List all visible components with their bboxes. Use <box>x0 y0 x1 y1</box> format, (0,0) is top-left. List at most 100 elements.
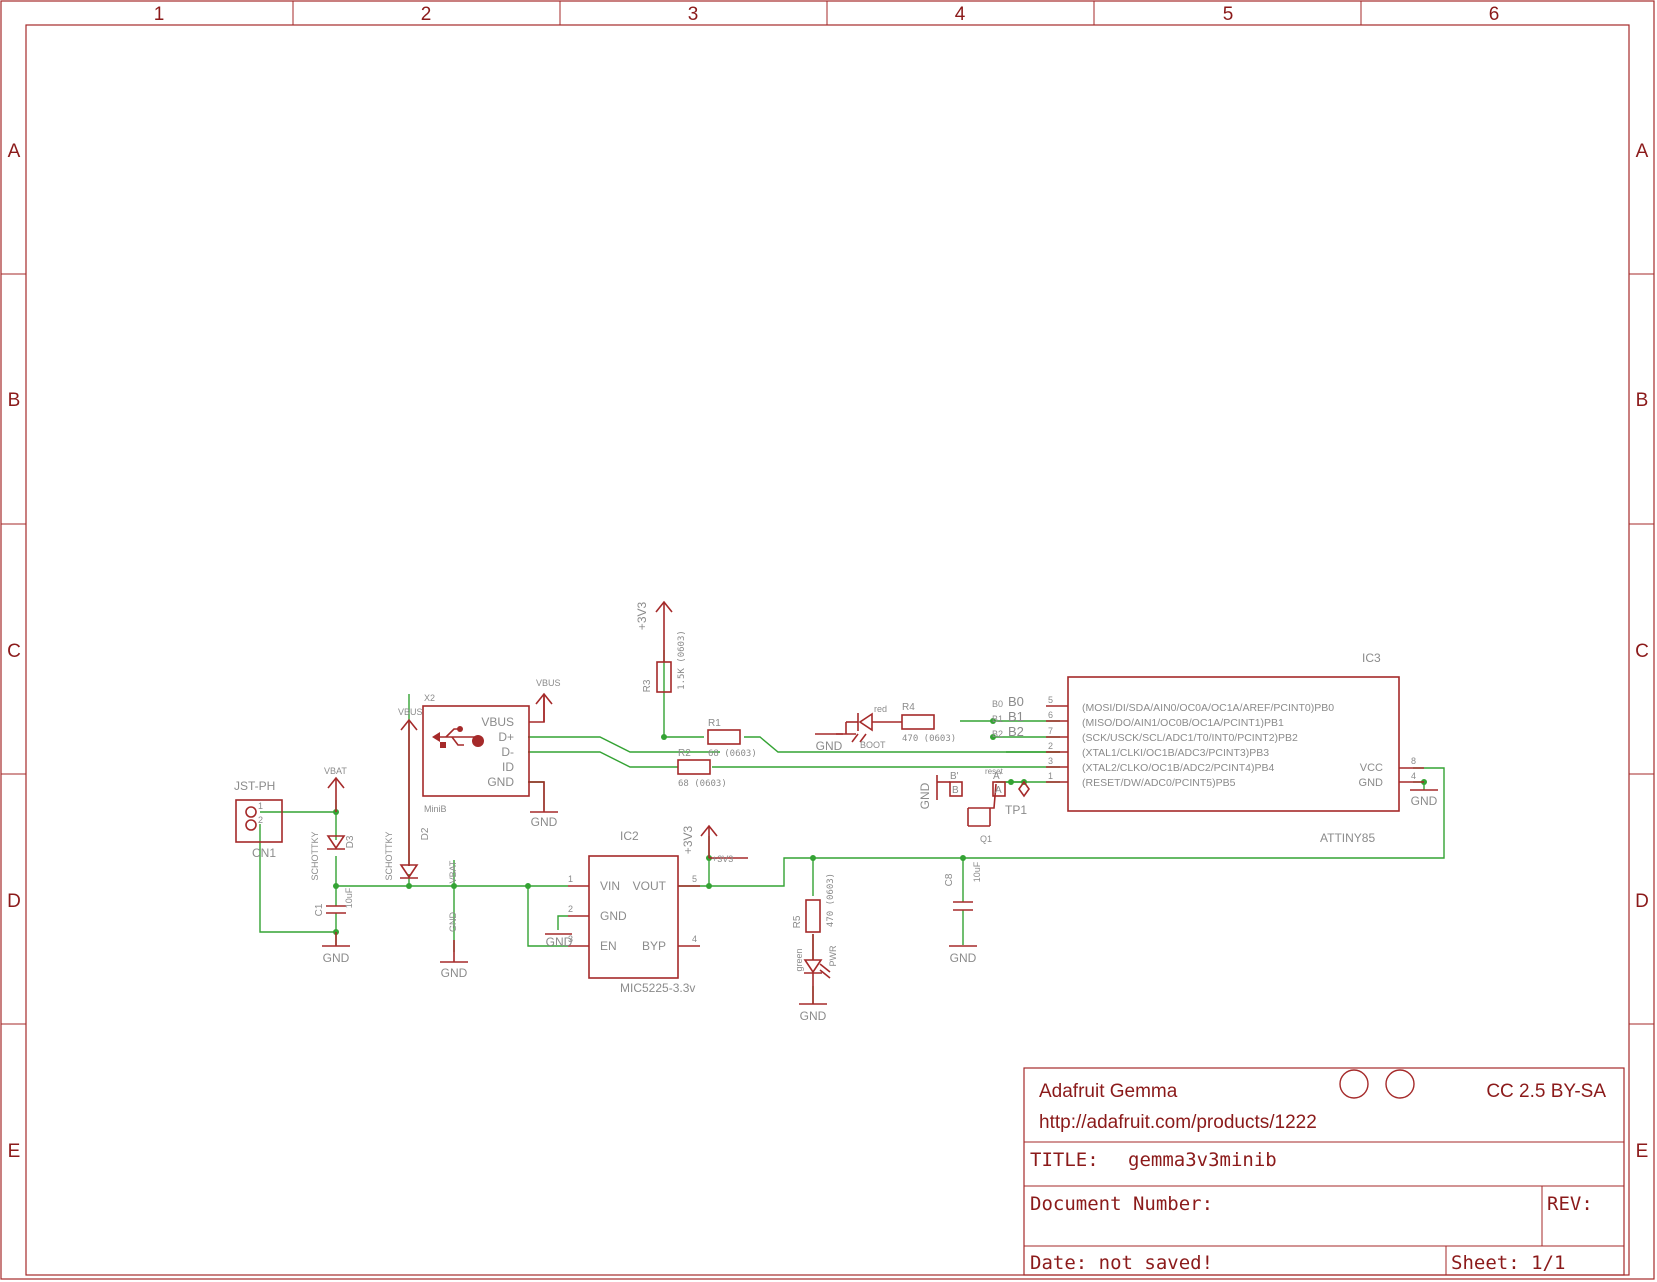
gnd-vbat-stub-label: GND <box>441 966 468 980</box>
r2-value: 68 (0603) <box>678 779 727 789</box>
supply-vbus-x2-label: VBUS <box>536 678 561 688</box>
ic2-pin-en: EN <box>600 939 617 953</box>
microcontroller-ic3: IC3 ATTINY85 (MOSI/DI/SDA/AIN0/OC0A/OC1A… <box>1046 651 1424 845</box>
x2-pin-id: ID <box>502 760 514 774</box>
q1-pad-b: B <box>952 785 959 796</box>
power-led-name: PWR <box>828 945 838 966</box>
ic2-ref: IC2 <box>620 829 639 843</box>
schottky-diode-d3: D3 SCHOTTKY <box>310 831 356 880</box>
row-label-c-right: C <box>1635 641 1649 662</box>
boot-led-name: BOOT <box>860 740 886 750</box>
supply-vbat-d3-label: VBAT <box>324 766 347 776</box>
supply-vbus-d2-label: VBUS <box>398 707 423 717</box>
title-block: Adafruit Gemma http://adafruit.com/produ… <box>1023 1067 1625 1276</box>
title-label: TITLE: <box>1030 1149 1099 1171</box>
ic2-pin-gnd: GND <box>600 909 627 923</box>
ic3-value: ATTINY85 <box>1320 831 1375 845</box>
q1-pad-a: A <box>995 785 1002 796</box>
row-label-d-left: D <box>7 891 21 912</box>
schottky-diode-d2: D2 SCHOTTKY <box>384 827 431 880</box>
battery-connector-cn1: JST-PH CN1 1 2 <box>234 779 283 860</box>
ic3-pin-pb1: (MISO/DO/AIN1/OC0B/OC1A/PCINT1)PB1 <box>1082 717 1284 729</box>
ic3-pin-pb2: (SCK/USCK/SCL/ADC1/T0/INT0/PCINT2)PB2 <box>1082 732 1298 744</box>
ic3-pinnum-1: 1 <box>1048 771 1053 781</box>
net-label-b1: B1 <box>1008 709 1024 724</box>
regulator-ic2: IC2 MIC5225-3.3v VIN GND EN VOUT BYP 1 2… <box>568 829 700 995</box>
gnd-ic2-label: GND <box>546 935 573 949</box>
gnd-x2: GND <box>529 781 558 829</box>
row-label-b-right: B <box>1636 390 1649 411</box>
q1-label: reset <box>985 767 1004 776</box>
column-label-4: 4 <box>955 4 966 25</box>
supply-3v3-ic2: +3V3 <box>681 824 748 859</box>
ic3-pinnum-4: 4 <box>1411 771 1416 781</box>
row-label-e-right: E <box>1636 1141 1649 1162</box>
net-label-b2-small: B2 <box>992 729 1003 739</box>
ic3-pinnum-7: 7 <box>1048 726 1053 736</box>
column-label-5: 5 <box>1223 4 1234 25</box>
x2-pin-vbus: VBUS <box>481 715 514 729</box>
gnd-vbat-stub: GND GND <box>440 912 468 980</box>
ic3-pinnum-5: 5 <box>1048 695 1053 705</box>
r3-value: 1.5K (0603) <box>677 630 687 690</box>
resistor-r5: R5 470 (0603) <box>792 873 836 933</box>
q1-pad-a-prime: A' <box>993 771 1002 782</box>
ic3-pin-gnd: GND <box>1359 777 1384 789</box>
gnd-c8-label: GND <box>950 951 977 965</box>
ic2-pinnum-5: 5 <box>692 874 697 884</box>
ic3-pin-vcc: VCC <box>1360 762 1383 774</box>
capacitor-c8: C8 10uF <box>944 861 982 911</box>
gnd-pwr-led-label: GND <box>800 1009 827 1023</box>
ground-symbols: GND GND GND GND GND GND GND GND <box>322 733 1438 1023</box>
r5-ref: R5 <box>792 915 803 928</box>
row-label-b-left: B <box>8 390 21 411</box>
r3-ref: R3 <box>642 679 653 692</box>
column-label-2: 2 <box>421 4 432 25</box>
net-label-b2: B2 <box>1008 724 1024 739</box>
resistor-r4: R4 470 (0603) <box>901 702 956 744</box>
supply-vbus-x2: VBUS <box>535 678 561 722</box>
bus-labels: B0 B0 B1 B1 B2 B2 <box>992 694 1024 739</box>
gnd-c1: GND <box>322 932 350 965</box>
ic2-pin-vout: VOUT <box>633 879 667 893</box>
q1-pad-b-prime: B' <box>950 771 959 782</box>
ic3-pinnum-3: 3 <box>1048 756 1053 766</box>
gnd-boot-led-label: GND <box>816 739 843 753</box>
x2-ref: X2 <box>424 693 435 703</box>
cn1-pin1: 1 <box>258 801 263 811</box>
net-label-b0-small: B0 <box>992 699 1003 709</box>
d2-value: SCHOTTKY <box>384 831 394 880</box>
q1-ref: Q1 <box>980 834 992 844</box>
cc-logo-circle-left <box>1339 1069 1369 1099</box>
ic2-value: MIC5225-3.3v <box>620 981 695 995</box>
ic2-pin-vin: VIN <box>600 879 620 893</box>
boot-led: red BOOT <box>836 704 902 750</box>
column-label-3: 3 <box>688 4 699 25</box>
gnd-c8: GND <box>949 945 977 965</box>
power-led: green PWR <box>794 934 838 979</box>
c8-ref: C8 <box>944 873 955 886</box>
c8-value: 10uF <box>972 861 982 882</box>
title-value: gemma3v3minib <box>1128 1149 1277 1171</box>
row-label-c-left: C <box>7 641 21 662</box>
ic2-pinnum-3: 3 <box>568 934 573 944</box>
usb-icon <box>432 726 484 748</box>
sheet-label: Sheet: 1/1 <box>1451 1252 1565 1274</box>
ic2-pinnum-2: 2 <box>568 904 573 914</box>
supply-vbat-d3: VBAT <box>324 766 347 812</box>
gnd-x2-label: GND <box>531 815 558 829</box>
column-label-1: 1 <box>154 4 165 25</box>
r4-ref: R4 <box>902 702 915 713</box>
rev-label: REV: <box>1547 1193 1593 1215</box>
document-number-label: Document Number: <box>1030 1193 1213 1215</box>
cc-logo-circle-right <box>1385 1069 1415 1099</box>
ic3-pinnum-2: 2 <box>1048 741 1053 751</box>
d3-ref: D3 <box>345 835 356 848</box>
ic3-pinnum-6: 6 <box>1048 710 1053 720</box>
row-label-e-left: E <box>8 1141 21 1162</box>
tp1-ref: TP1 <box>1005 803 1027 817</box>
ic3-ref: IC3 <box>1362 651 1381 665</box>
x2-pin-dplus: D+ <box>498 730 514 744</box>
